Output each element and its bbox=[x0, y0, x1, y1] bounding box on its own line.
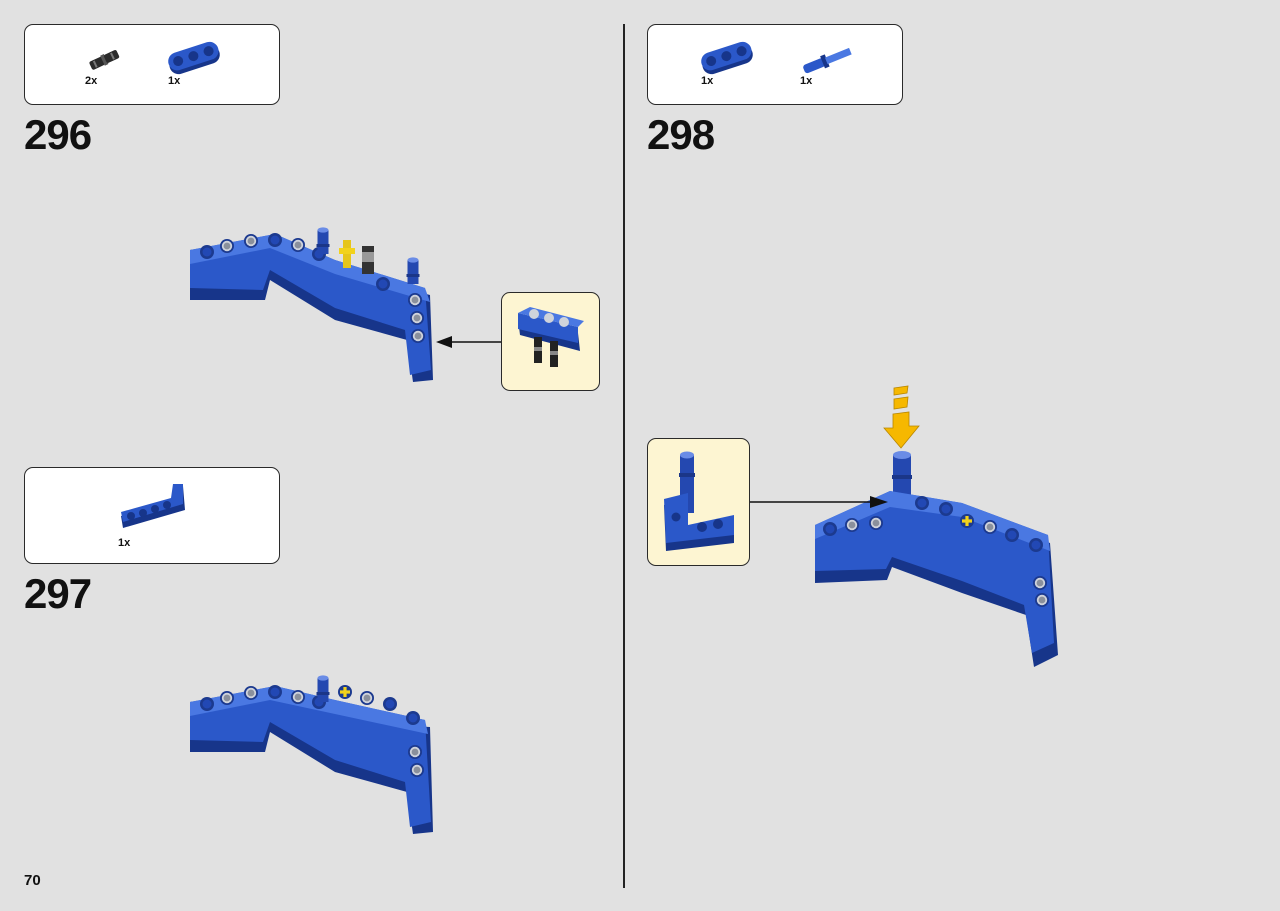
parts-list-step-296: 2x 1x bbox=[24, 24, 280, 105]
assembly-step-298 bbox=[815, 451, 1058, 667]
axle-pin-blue-icon bbox=[803, 47, 852, 74]
callout-subassembly-298 bbox=[647, 438, 750, 566]
assembly-step-296 bbox=[190, 227, 433, 382]
beam-3-blue-icon bbox=[701, 41, 753, 75]
callout-subassembly-296 bbox=[501, 292, 600, 391]
step-number: 298 bbox=[647, 111, 715, 158]
beam-with-pins-icon bbox=[518, 307, 584, 367]
part-qty: 1x bbox=[118, 537, 131, 549]
arrow-left-icon bbox=[436, 336, 504, 348]
l-beam-with-pin-icon bbox=[664, 451, 734, 551]
step-number: 296 bbox=[24, 111, 92, 158]
parts-list-step-298: 1x 1x bbox=[647, 24, 903, 105]
part-qty: 2x bbox=[85, 75, 98, 87]
part-qty: 1x bbox=[168, 75, 181, 87]
page-number: 70 bbox=[24, 872, 41, 889]
step-number: 297 bbox=[24, 570, 92, 617]
beam-3-blue-icon bbox=[168, 41, 220, 75]
parts-list-step-297: 1x bbox=[24, 467, 280, 564]
page-divider bbox=[623, 24, 625, 888]
l-beam-blue-icon bbox=[121, 484, 185, 528]
assembly-step-297 bbox=[190, 675, 433, 834]
part-qty: 1x bbox=[701, 75, 714, 87]
part-qty: 1x bbox=[800, 75, 813, 87]
arrow-right-icon bbox=[750, 496, 888, 508]
friction-pin-black-icon bbox=[89, 50, 120, 70]
placement-arrow-down-icon bbox=[883, 385, 920, 449]
